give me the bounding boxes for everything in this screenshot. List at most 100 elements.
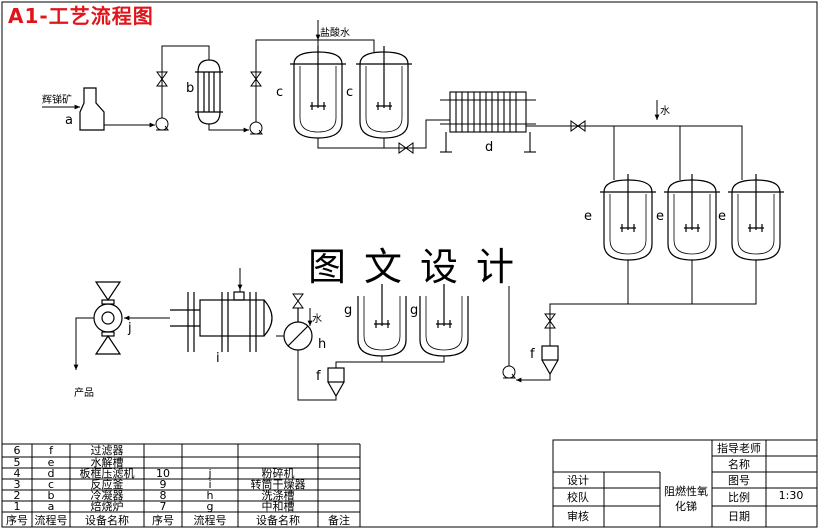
table-row-cell: h [207,489,214,502]
equipment-c1-reactor [290,46,346,139]
equipment-b-condenser [195,59,223,125]
table-row-cell: 冷凝器 [91,488,124,502]
table-header-cell: 序号 [6,513,28,527]
label-c1: c [276,85,283,100]
date-label: 日期 [728,510,750,523]
equipment-i-rotary-dryer [170,291,273,352]
pipe-g-to-f2 [381,356,445,363]
table-row-cell: 反应釜 [91,477,124,491]
equipment-c2-reactor [356,46,412,139]
table-header-cell: 流程号 [35,513,68,527]
drawing-no-label: 图号 [728,474,750,487]
label-g1: g [344,303,352,318]
valve-6-icon [292,293,304,309]
pipe-f2-to-h [297,350,337,401]
equipment-g2-neutralization-tank [419,284,469,357]
table-row-cell: 中和槽 [262,500,295,513]
table-row-cell: 水解槽 [91,455,124,469]
project-name: 阻燃性氧化锑 [664,485,708,513]
pump-3-icon [502,365,516,379]
label-b: b [186,81,194,96]
table-row-cell: 9 [160,478,167,491]
label-d: d [485,140,493,155]
parts-table: 6 f 过滤器 5 e 水解槽 4 d 板框压滤机 10 j 粉碎机 3 c 反… [6,444,350,527]
label-h: h [318,337,326,352]
label-i: i [216,351,220,366]
table-header-cell: 序号 [152,513,174,527]
table-row-cell: g [207,500,214,513]
pipe-e-to-f1 [549,303,628,346]
label-a: a [65,113,73,128]
table-row-cell: 焙烧炉 [91,499,124,513]
pump-1-icon [155,117,169,131]
instructor-label: 指导老师 [717,441,761,455]
pipe-c-to-d [384,119,450,149]
table-row-cell: d [48,467,55,480]
table-row-cell: b [48,489,55,502]
pump-2-icon [249,121,263,135]
pipe-d-to-e [526,125,743,180]
valve-4-icon [570,120,586,132]
valve-1-icon [156,71,168,87]
table-row-cell: 粉碎机 [262,466,295,480]
equipment-f2-filter [327,367,345,398]
pipe-pump-to-b [161,45,210,118]
product-label: 产品 [74,386,94,399]
table-row-cell: 7 [160,500,167,513]
table-row-cell: 转筒干燥器 [251,477,306,491]
table-row-cell: 5 [14,456,21,469]
equipment-a-roaster [79,87,105,131]
pipe-b-to-pump2 [208,124,249,133]
label-c2: c [346,85,353,100]
pipe-j-to-product [73,317,94,370]
table-row-cell: 10 [156,467,170,480]
table-header-cell: 备注 [328,513,350,527]
label-j: j [127,321,132,336]
equipment-g1-neutralization-tank [357,284,407,357]
equipment-h-washing-tank [283,308,313,351]
watermark-text: 图文设计 [308,245,532,289]
label-e3: e [718,209,726,224]
equipment-e2-hydrolysis-tank [664,174,720,261]
table-header-cell: 流程号 [194,513,227,527]
equipment-d-filter-press [440,91,536,153]
equipment-j-grinder [93,281,123,355]
pipe-f1-to-pump3 [516,374,551,383]
scale-label: 比例 [728,490,750,504]
table-row-cell: 4 [14,467,21,480]
valve-2-icon [250,71,262,87]
table-row-cell: 2 [14,489,21,502]
equipment-f1-filter [541,345,559,376]
table-row-cell: 过滤器 [91,444,124,457]
name-label: 名称 [728,457,750,471]
input-water-top-label: 水 [660,105,670,117]
parts-table-grid [2,443,361,527]
label-f1: f [530,347,535,362]
pipe-c-bottoms [317,138,385,149]
equipment-e3-hydrolysis-tank [728,174,784,261]
equipment-e1-hydrolysis-tank [600,174,656,261]
review-label: 审核 [567,509,589,523]
table-row-cell: a [48,500,55,513]
title-block-grid [552,439,818,528]
table-row-cell: 8 [160,489,167,502]
table-row-cell: j [207,467,211,480]
pipe-g-collector [335,361,382,368]
table-row-cell: 板框压滤机 [80,466,135,480]
page-title: A1-工艺流程图 [8,4,154,28]
input-ore-label: 辉锑矿 [42,93,72,106]
input-water-h-label: 水 [312,313,322,325]
valve-3-icon [398,142,414,154]
pipe-to-c2 [318,39,375,52]
input-hcl-label: 盐酸水 [320,26,350,39]
table-header-cell: 设备名称 [85,513,129,527]
table-row-cell: 3 [14,478,21,491]
table-row-cell: e [48,456,55,469]
valve-5-icon [544,313,556,329]
table-row-cell: c [48,478,54,491]
table-row-cell: f [49,444,54,457]
table-row-cell: 洗涤槽 [262,488,295,502]
scale-value: 1:30 [779,489,804,502]
label-e1: e [584,209,592,224]
